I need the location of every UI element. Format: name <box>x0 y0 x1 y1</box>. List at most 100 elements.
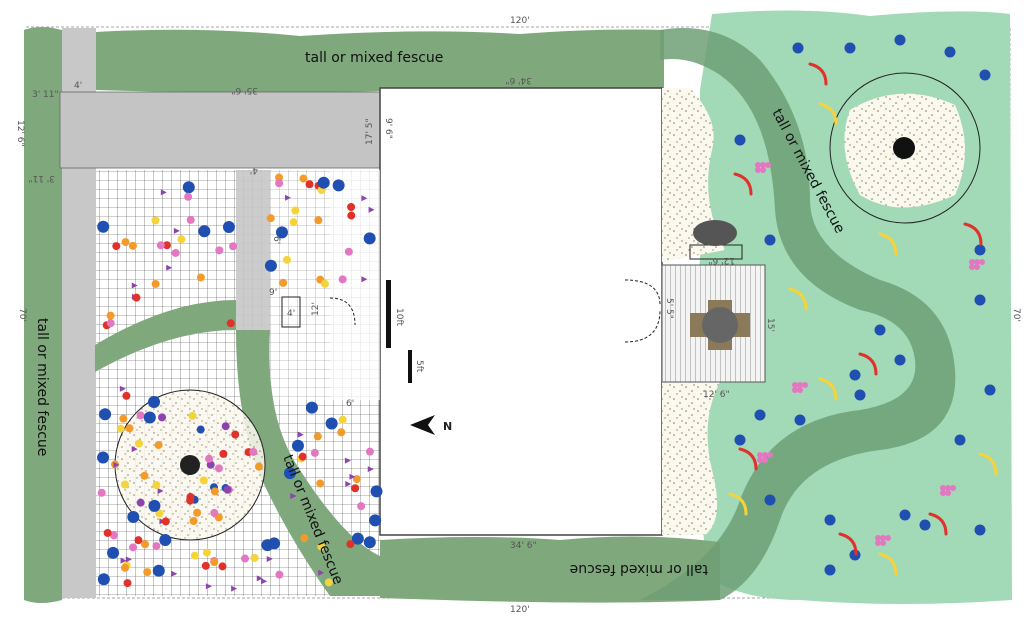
purple-plant-icon <box>119 385 126 392</box>
purple-plant-icon <box>290 492 297 499</box>
flower-icon <box>107 546 120 559</box>
flower-icon <box>351 532 364 545</box>
purple-plant-icon <box>120 557 127 564</box>
flower-icon <box>250 553 259 562</box>
pink-flower-icon <box>765 162 771 168</box>
fescue-label-bottom: tall or mixed fescue <box>570 561 708 577</box>
pink-flower-icon <box>880 540 886 546</box>
garden-walk <box>236 170 270 330</box>
purple-plant-icon <box>367 466 374 473</box>
scale-label-10ft: 10ft <box>394 308 404 326</box>
blue-shrub-icon <box>794 414 806 426</box>
flower-icon <box>151 216 160 225</box>
dim-walk-width-2: 4' <box>250 165 258 175</box>
flower-icon <box>284 467 297 480</box>
grass-arc-icon <box>978 452 998 476</box>
driveway <box>59 91 383 169</box>
north-label: N <box>443 420 452 433</box>
pink-flower-icon <box>974 259 980 265</box>
pink-flower-icon <box>950 485 956 491</box>
blue-shrub-icon <box>824 514 836 526</box>
flower-icon <box>316 479 325 488</box>
flower-icon <box>370 485 383 498</box>
flower-icon <box>317 176 330 189</box>
pink-flower-icon <box>762 457 768 463</box>
flower-icon <box>148 396 161 409</box>
flower-icon <box>116 424 125 433</box>
blue-shrub-icon <box>844 42 856 54</box>
blue-shrub-icon <box>974 244 986 256</box>
pink-flower-icon <box>792 382 798 388</box>
blue-shrub-icon <box>734 134 746 146</box>
flower-icon <box>214 464 223 473</box>
flower-icon <box>193 508 202 517</box>
dim-step-4: 4' <box>287 309 295 319</box>
flower-icon <box>298 452 307 461</box>
flower-icon <box>161 517 170 526</box>
flower-icon <box>151 279 160 288</box>
flower-icon <box>152 564 165 577</box>
flower-icon <box>106 319 115 328</box>
blue-shrub-icon <box>849 369 861 381</box>
flower-icon <box>119 414 128 423</box>
pink-flower-icon <box>969 264 975 270</box>
flower-icon <box>97 220 110 233</box>
flower-icon <box>305 180 314 189</box>
blue-shrub-icon <box>792 42 804 54</box>
flower-icon <box>314 216 323 225</box>
pink-flower-icon <box>797 387 803 393</box>
pink-flower-icon <box>797 382 803 388</box>
flower-icon <box>120 480 129 489</box>
grass-arc-icon <box>808 62 828 86</box>
fescue-band-bottom <box>380 536 720 603</box>
flower-icon <box>347 203 356 212</box>
pink-flower-icon <box>969 259 975 265</box>
flower-icon <box>182 181 195 194</box>
boulder <box>693 220 737 246</box>
purple-plant-icon <box>368 206 375 213</box>
flower-icon <box>317 542 326 551</box>
flower-icon <box>300 534 309 543</box>
purple-plant-icon <box>285 194 292 201</box>
gravel-strip-bottom <box>662 382 720 535</box>
plantings <box>97 34 998 592</box>
flower-icon <box>210 558 219 567</box>
dim-bed-corner: 6' <box>346 399 354 409</box>
pink-flower-icon <box>755 167 761 173</box>
blue-shrub-icon <box>874 324 886 336</box>
pink-flower-icon <box>940 490 946 496</box>
flower-icon <box>189 517 198 526</box>
flower-icon <box>171 248 180 257</box>
pink-flower-icon <box>757 457 763 463</box>
grass-arc-icon <box>788 287 808 311</box>
fescue-strip-left <box>24 27 62 603</box>
flower-icon <box>188 411 197 420</box>
dim-house-side: 17' 5" <box>365 118 375 145</box>
flower-icon <box>346 540 355 549</box>
north-arrow-icon <box>410 415 435 435</box>
flower-icon <box>106 311 115 320</box>
flower-icon <box>363 536 376 549</box>
pink-flower-icon <box>760 167 766 173</box>
blue-shrub-icon <box>854 389 866 401</box>
flower-icon <box>369 514 382 527</box>
pink-flower-icon <box>760 162 766 168</box>
purple-plant-icon <box>256 575 263 582</box>
blue-shrub-icon <box>919 519 931 531</box>
purple-plant-icon <box>131 446 138 453</box>
steps <box>281 296 301 328</box>
blue-shrub-icon <box>984 384 996 396</box>
flower-icon <box>112 242 121 251</box>
flower-icon <box>274 173 283 182</box>
flower-icon <box>109 531 118 540</box>
purple-plant-icon <box>113 461 120 468</box>
flower-icon <box>127 510 140 523</box>
pink-flower-icon <box>945 485 951 491</box>
grass-arc-icon <box>738 447 758 471</box>
flower-icon <box>264 259 277 272</box>
grass-arc-icon <box>818 377 838 401</box>
flower-icon <box>313 432 322 441</box>
flower-icon <box>289 218 298 227</box>
flower-icon <box>229 242 238 251</box>
purple-plant-icon <box>173 227 180 234</box>
